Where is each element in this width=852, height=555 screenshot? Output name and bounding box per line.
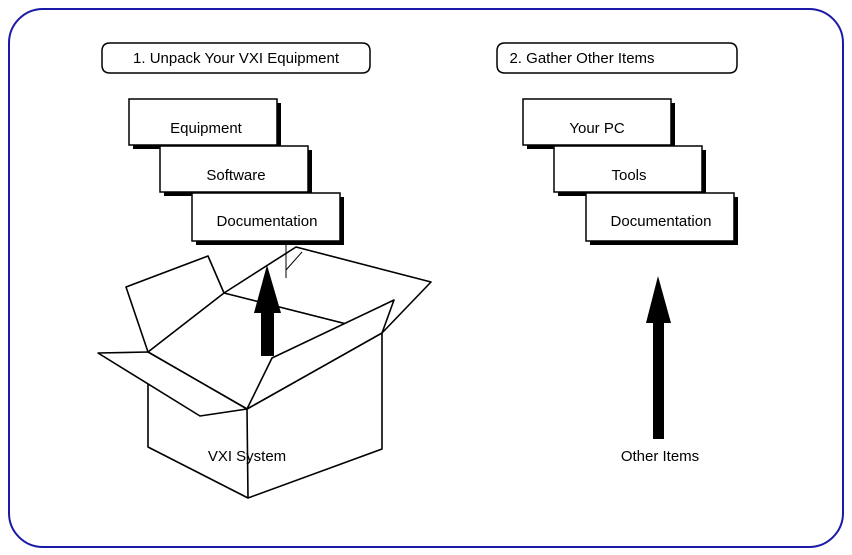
card-face	[585, 192, 735, 242]
card-face	[159, 145, 309, 193]
step-2-item-label: Your PC	[569, 120, 624, 137]
step-1-item-stack: Equipment Software Documentation	[128, 98, 344, 245]
box-flap-crease	[285, 241, 303, 278]
box-front-right-flap	[246, 299, 395, 410]
step-2-card-documentation: Documentation	[585, 192, 738, 245]
up-arrow-icon	[254, 265, 281, 356]
step-2-item-stack: Your PC Tools Documentation	[522, 98, 738, 245]
step-gather: 2. Gather Other Items Your PC Tools Docu…	[496, 42, 738, 465]
card-face	[191, 192, 341, 242]
step-2-item-label: Tools	[611, 167, 646, 184]
outer-frame	[8, 8, 844, 548]
step-1-heading-frame	[101, 42, 371, 74]
card-face	[522, 98, 672, 146]
open-box-icon	[97, 241, 432, 499]
up-arrow-icon	[646, 276, 671, 439]
box-front-left-flap	[97, 351, 248, 417]
step-2-card-tools: Tools	[553, 145, 706, 196]
card-face	[553, 145, 703, 193]
box-front-edge	[246, 408, 249, 499]
step-2-source-label: Other Items	[621, 448, 699, 465]
step-2-item-label: Documentation	[611, 213, 712, 230]
step-2-heading-frame	[496, 42, 738, 74]
step-1-item-label: Equipment	[170, 120, 243, 137]
step-1-heading-label: 1. Unpack Your VXI Equipment	[133, 50, 340, 67]
step-1-heading: 1. Unpack Your VXI Equipment	[101, 42, 371, 74]
step-2-heading: 2. Gather Other Items	[496, 42, 738, 74]
arrow-shaft	[653, 322, 664, 439]
step-unpack: 1. Unpack Your VXI Equipment Equipment S…	[97, 42, 432, 499]
step-1-card-software: Software	[159, 145, 312, 196]
card-face	[128, 98, 278, 146]
box-inner-rim	[147, 292, 383, 353]
step-1-item-label: Software	[206, 167, 265, 184]
arrow-head	[646, 276, 671, 323]
arrow-head	[254, 265, 281, 313]
step-2-heading-label: 2. Gather Other Items	[509, 50, 654, 67]
step-1-item-label: Documentation	[217, 213, 318, 230]
step-1-card-documentation: Documentation	[191, 192, 344, 245]
step-2-card-your-pc: Your PC	[522, 98, 675, 149]
step-1-source-label: VXI System	[208, 448, 286, 465]
step-1-card-equipment: Equipment	[128, 98, 281, 149]
arrow-shaft	[261, 312, 274, 356]
